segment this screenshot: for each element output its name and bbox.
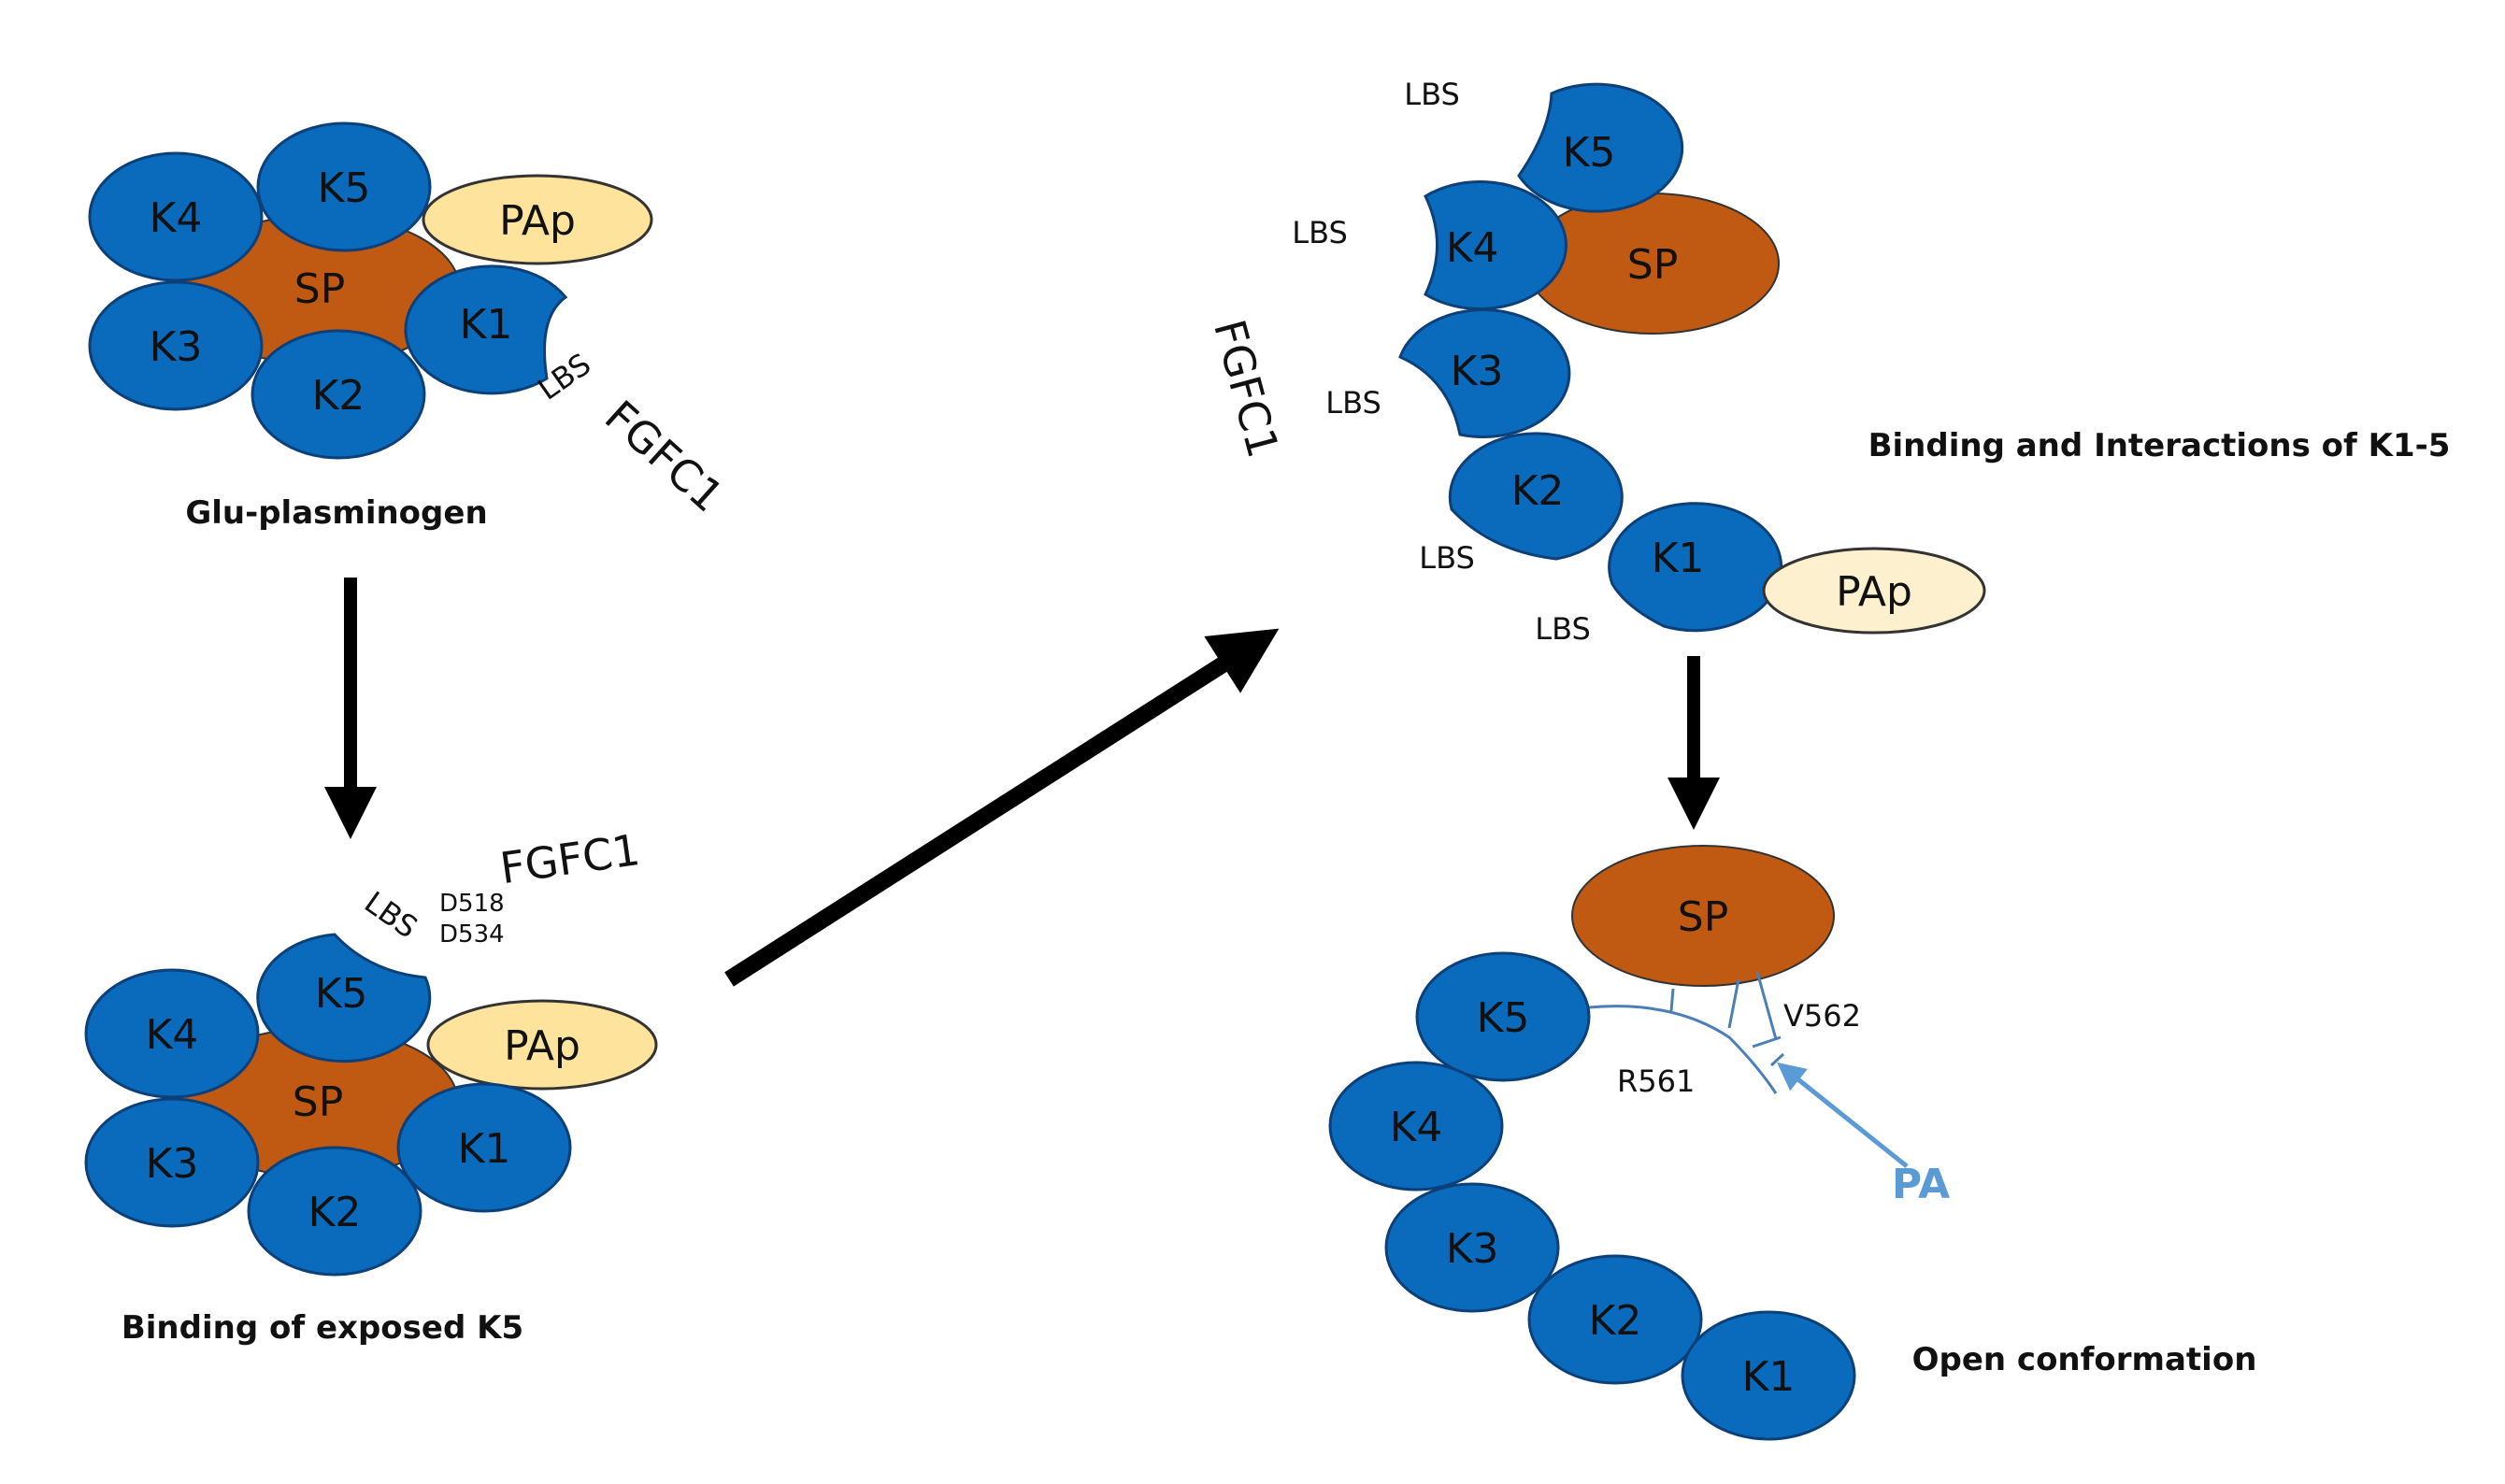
label-lbs-k2: LBS	[1419, 540, 1475, 576]
label-k1: K1	[458, 1125, 511, 1173]
kringle-k5	[1517, 82, 1684, 213]
label-sp: SP	[294, 265, 345, 313]
label-v562: V562	[1783, 998, 1861, 1034]
panel-exposed-k5: K4 K5 SP PAp K3 K1 K2 LBS D518 D534 FGFC…	[84, 824, 658, 1347]
label-k3: K3	[1446, 1225, 1499, 1273]
caption-binding-exposed-k5: Binding of exposed K5	[122, 1309, 523, 1347]
pap-domain	[1762, 547, 1986, 635]
panel-glu-plasminogen: K4 K5 SP PAp K3 K1 K2 LBS FGFC1 Glu-plas…	[88, 121, 734, 532]
label-k5: K5	[1563, 129, 1616, 177]
kringle-k1	[1608, 502, 1783, 633]
kringle-k4	[1328, 1061, 1504, 1191]
label-k5: K5	[1477, 994, 1530, 1042]
label-sp: SP	[293, 1078, 343, 1126]
kringle-k1	[1681, 1310, 1856, 1441]
pap-domain	[426, 999, 658, 1091]
label-r561: R561	[1617, 1063, 1695, 1099]
kringle-k4	[84, 968, 260, 1099]
caption-open-conformation: Open conformation	[1912, 1341, 2257, 1378]
kringle-k5	[1415, 951, 1591, 1082]
kringle-k2	[250, 329, 426, 460]
label-k4: K4	[150, 194, 203, 242]
kringle-k1	[404, 264, 568, 395]
label-lbs-k3: LBS	[1325, 385, 1381, 421]
label-lbs-k5: LBS	[1404, 77, 1460, 112]
label-k1: K1	[1742, 1353, 1796, 1401]
label-lbs: LBS	[358, 884, 424, 945]
label-k5: K5	[315, 970, 368, 1018]
panel-open-conformation: SP K5 K4 K3 K2 K1 V562 R561 PA Open conf…	[1328, 845, 2257, 1441]
label-k3: K3	[150, 323, 203, 371]
kringle-k3	[1398, 308, 1571, 439]
kringle-k4	[1424, 180, 1567, 310]
kringle-k3	[84, 1097, 260, 1228]
kringle-k4	[88, 151, 264, 282]
chain-branch-b	[1727, 978, 1740, 1029]
pa-arrow	[1777, 1062, 1909, 1168]
label-k4: K4	[1390, 1104, 1443, 1151]
label-fgfc1: FGFC1	[595, 391, 734, 521]
pap-domain	[422, 174, 653, 265]
kringle-k3	[1384, 1182, 1560, 1313]
label-lbs-k1: LBS	[1535, 611, 1591, 647]
label-fgfc1: FGFC1	[497, 824, 643, 893]
label-k2: K2	[308, 1189, 362, 1236]
panel-interactions: K5 K4 SP K3 K2 K1 PAp LBS LBS LBS LBS LB…	[1204, 77, 2450, 647]
label-pap: PAp	[504, 1022, 580, 1070]
label-pap: PAp	[1836, 568, 1912, 616]
kringle-k2	[1527, 1254, 1703, 1385]
kringle-k1	[396, 1082, 572, 1213]
label-k2: K2	[1511, 467, 1565, 515]
label-k4: K4	[146, 1011, 199, 1059]
label-pa: PA	[1892, 1161, 1950, 1208]
chain-branch-d	[1769, 1052, 1785, 1067]
chain-branch-e	[1755, 971, 1778, 1040]
sp-domain	[1571, 845, 1835, 987]
label-d534: D534	[439, 920, 505, 949]
label-sp: SP	[1627, 241, 1678, 289]
label-k2: K2	[312, 372, 365, 420]
kringle-k2	[247, 1146, 422, 1277]
kringle-k5	[256, 121, 432, 252]
label-pap: PAp	[499, 197, 576, 245]
label-k5: K5	[318, 164, 371, 212]
caption-binding-interactions: Binding and Interactions of K1-5	[1868, 427, 2451, 464]
label-k1: K1	[1652, 535, 1705, 582]
label-k3: K3	[1451, 348, 1504, 395]
kringle-k2	[1448, 432, 1624, 561]
label-k1: K1	[460, 301, 513, 349]
label-k4: K4	[1446, 224, 1499, 272]
label-lbs-k4: LBS	[1292, 215, 1348, 250]
label-d518: D518	[439, 890, 505, 918]
label-k2: K2	[1589, 1297, 1642, 1345]
label-k3: K3	[146, 1140, 199, 1188]
chain-branch-a	[1669, 988, 1675, 1012]
arrow-diagonal	[724, 628, 1280, 987]
polypeptide-chain	[1588, 1005, 1778, 1094]
kringle-k3	[88, 280, 264, 411]
label-sp: SP	[1678, 893, 1728, 941]
caption-glu-plasminogen: Glu-plasminogen	[185, 494, 487, 532]
label-fgfc1: FGFC1	[1204, 314, 1289, 463]
kringle-k5	[256, 933, 432, 1063]
